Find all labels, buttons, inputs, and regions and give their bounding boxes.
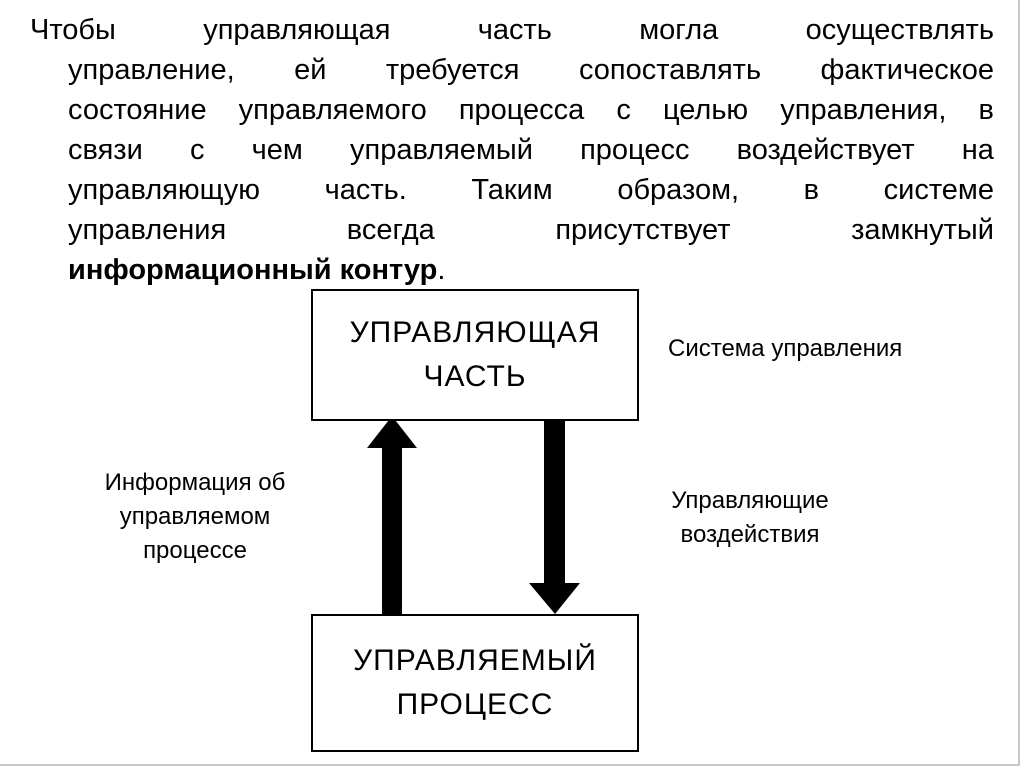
paragraph-word: на	[961, 134, 994, 166]
info-label-line-3: процессе	[143, 537, 247, 564]
paragraph-word: присутствует	[555, 214, 731, 246]
info-label: Информация об управляемом процессе	[80, 466, 310, 568]
paragraph-word: управляемый	[349, 134, 533, 166]
paragraph-word: фактическое	[820, 54, 995, 86]
paragraph-line-4: связи с чем управляемый процесс воздействует н…	[30, 130, 994, 170]
paragraph-word: всегда	[346, 214, 435, 246]
paragraph-word: процесс	[580, 134, 690, 166]
paragraph-word: в	[803, 174, 820, 206]
paragraph-word: замкнутый	[851, 214, 994, 246]
paragraph-word: воздействует	[736, 134, 915, 166]
paragraph-word: ей	[294, 54, 327, 86]
control-label-line-1: Управляющие	[671, 487, 829, 514]
paragraph-word: часть.	[324, 174, 407, 206]
body-paragraph: Чтобы управляющая часть могла осуществлять у…	[30, 10, 994, 290]
paragraph-word: образом,	[617, 174, 740, 206]
paragraph-line-2: управление, ей требуется сопоставлять фактич…	[30, 50, 994, 90]
paragraph-word: состояние	[68, 94, 207, 126]
info-label-line-1: Информация об	[104, 469, 286, 496]
control-label-line-2: воздействия	[680, 521, 820, 548]
paragraph-word: требуется	[385, 54, 520, 86]
paragraph-word: управления	[68, 214, 227, 246]
paragraph-word: управление,	[68, 54, 235, 86]
managing-part-box: УПРАВЛЯЮЩАЯ ЧАСТЬ	[311, 289, 639, 421]
control-arrow-down	[529, 420, 580, 614]
paragraph-word: процесса	[458, 94, 585, 126]
paragraph-line-1: Чтобы управляющая часть могла осуществлять	[30, 10, 994, 50]
paragraph-line-6: управления всегда присутствует замкнутый	[30, 210, 994, 250]
paragraph-word: связи	[68, 134, 143, 166]
paragraph-word: в	[978, 94, 994, 126]
paragraph-word: управляющую	[68, 174, 261, 206]
paragraph-word: осуществлять	[805, 14, 994, 46]
managed-process-line-2: ПРОЦЕСС	[396, 688, 554, 721]
end-punctuation: .	[437, 254, 446, 286]
paragraph-word: управляющая	[203, 14, 391, 46]
info-label-line-2: управляемом	[119, 503, 271, 530]
bold-term: информационный контур	[68, 254, 438, 286]
paragraph-word: часть	[477, 14, 552, 46]
managed-process-line-1: УПРАВЛЯЕМЫЙ	[353, 644, 597, 677]
managing-part-line-1: УПРАВЛЯЮЩАЯ	[349, 316, 601, 349]
paragraph-word: сопоставлять	[578, 54, 762, 86]
system-label: Система управления	[668, 335, 903, 362]
paragraph-word: Чтобы	[30, 14, 116, 46]
paragraph-word: управления,	[780, 94, 947, 126]
paragraph-word: могла	[639, 14, 719, 46]
paragraph-line-5: управляющую часть. Таким образом, в системе	[30, 170, 994, 210]
paragraph-word: чем	[251, 134, 303, 166]
paragraph-word: с	[189, 134, 205, 166]
managed-process-box: УПРАВЛЯЕМЫЙ ПРОЦЕСС	[311, 614, 639, 752]
paragraph-word: с	[616, 94, 631, 126]
paragraph-word: системе	[883, 174, 994, 206]
managing-part-line-2: ЧАСТЬ	[423, 360, 527, 393]
paragraph-word: управляемого	[238, 94, 427, 126]
paragraph-word: Таким	[471, 174, 553, 206]
control-label: Управляющие воздействия	[640, 484, 860, 552]
info-arrow-up	[367, 416, 417, 614]
paragraph-word: целью	[662, 94, 749, 126]
paragraph-line-7: информационный контур.	[30, 250, 994, 290]
